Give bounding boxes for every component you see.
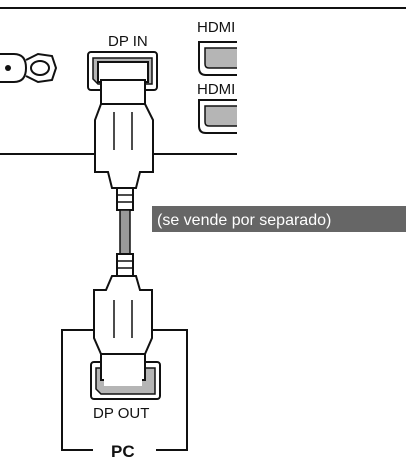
dp-cable: [119, 209, 131, 255]
dp-connector-icon: [93, 253, 153, 386]
pc-label: PC: [111, 442, 135, 461]
hdmi-port-icon: [198, 99, 241, 134]
sold-separately-badge: [152, 206, 406, 232]
dp-in-label: DP IN: [108, 33, 148, 50]
dp-out-label: DP OUT: [93, 405, 149, 422]
dp-connector-icon: [94, 61, 154, 211]
hdmi-2-label: HDMI: [197, 81, 235, 98]
audio-jack-icon: [0, 52, 58, 84]
pc-box: [61, 329, 188, 451]
sold-separately-label: (se vende por separado): [157, 212, 331, 229]
hdmi-port-icon: [198, 41, 241, 76]
hdmi-1-label: HDMI: [197, 19, 235, 36]
